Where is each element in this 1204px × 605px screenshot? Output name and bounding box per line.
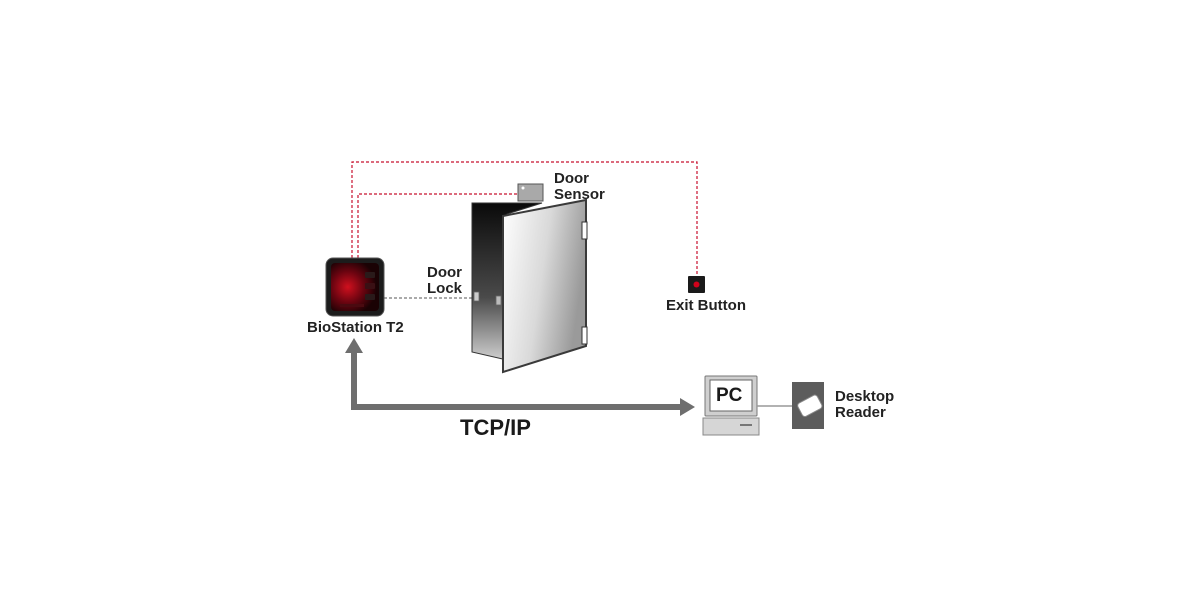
door-sensor-label-line2: Sensor [554, 186, 605, 203]
arrow-head-up [345, 338, 363, 353]
door-lock-label-line1: Door [427, 264, 462, 281]
door-lock-strike [495, 295, 502, 306]
biostation-label: BioStation T2 [307, 319, 404, 336]
door-lock-block [473, 291, 480, 302]
wire-exit-button [351, 161, 698, 276]
tcpip-label: TCP/IP [460, 415, 531, 440]
pc-computer [702, 375, 760, 436]
desktop-reader-label-line1: Desktop [835, 388, 895, 405]
tcpip-connection [345, 338, 695, 416]
door-sensor-label-line1: Door [554, 170, 589, 187]
exit-button-device [688, 276, 705, 293]
arrow-head-right [680, 398, 695, 416]
wire-door-sensor [357, 193, 518, 258]
door [471, 198, 588, 374]
door-hinge-top [581, 221, 588, 240]
desktop-reader-device [792, 382, 824, 429]
door-lock-label-line2: Lock [427, 280, 463, 297]
door-hinge-bottom [581, 326, 588, 345]
biostation-device [325, 257, 385, 317]
door-sensor [517, 183, 544, 202]
exit-button-label: Exit Button [666, 297, 746, 314]
door-leaf [502, 198, 587, 374]
desktop-reader-label-line2: Reader [835, 404, 886, 421]
pc-label: PC [716, 385, 743, 406]
